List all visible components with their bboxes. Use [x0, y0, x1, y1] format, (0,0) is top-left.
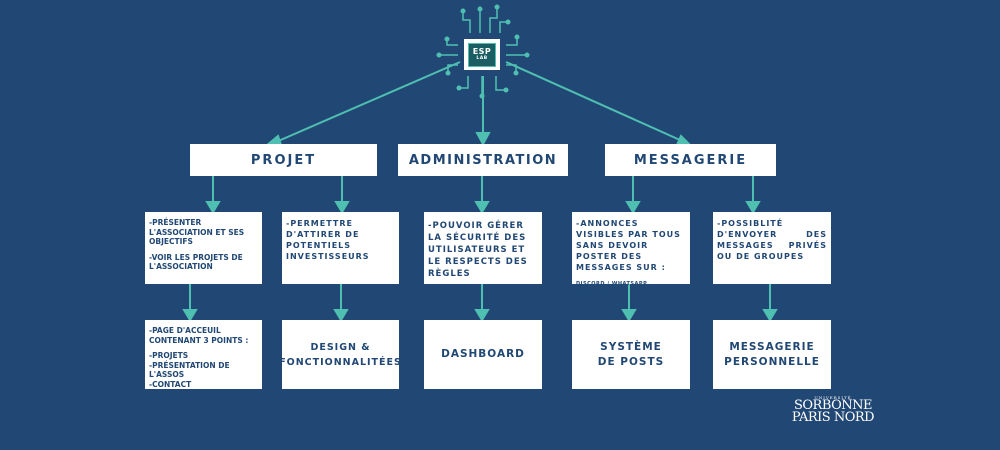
category-projet: PROJET	[190, 144, 377, 176]
category-messagerie: MESSAGERIE	[605, 144, 776, 176]
detail-administration-securite: -Pouvoir gérer la sécurité des utilisate…	[424, 212, 542, 284]
outcome-line: -Projets	[149, 351, 189, 360]
detail-line: -Permettre d'attirer de potentiels inves…	[286, 219, 370, 261]
esp-lab-logo-frame: ESP LAB	[464, 39, 500, 70]
detail-line: -Voir les projets de l'association	[149, 252, 243, 272]
category-projet-label: PROJET	[250, 152, 317, 168]
chip-trace-dots	[436, 4, 530, 99]
detail-projet-presentation: -Présenter l'association et ses objectif…	[145, 212, 262, 284]
outcome-line: de posts	[597, 355, 665, 368]
outcome-line: Système	[600, 340, 662, 353]
logo-sorbonne-text: SORBONNE	[793, 398, 873, 413]
outcome-line: Messagerie	[729, 340, 815, 353]
logo-universite-text: UNIVERSITÉ	[814, 395, 852, 400]
outcome-line: Design &	[310, 341, 371, 353]
detail-projet-investisseurs: -Permettre d'attirer de potentiels inves…	[282, 212, 399, 284]
category-messagerie-label: MESSAGERIE	[633, 152, 748, 168]
outcome-line: Dashboard	[441, 348, 525, 360]
sorbonne-paris-nord-logo: UNIVERSITÉ SORBONNE PARIS NORD	[788, 395, 878, 424]
logo-paris-nord-text: PARIS NORD	[791, 410, 875, 425]
outcome-design: Design & fonctionnalitées	[279, 320, 402, 389]
outcome-line: -Contact	[149, 379, 192, 389]
logo-top-text: ESP	[472, 46, 492, 56]
detail-line: -Présenter l'association et ses objectif…	[149, 218, 245, 246]
outcome-messagerie-personnelle: Messagerie personnelle	[713, 320, 831, 389]
chip-icon: ESP LAB	[468, 42, 496, 67]
outcome-dashboard: Dashboard	[424, 320, 542, 389]
esp-lab-logo: ESP LAB	[458, 33, 506, 76]
detail-line: -Annonces visibles par tous sans devoir …	[576, 219, 681, 272]
detail-messagerie-annonces: -Annonces visibles par tous sans devoir …	[572, 212, 690, 298]
outcome-line: -Page d'acceuil contenant 3 points :	[149, 326, 249, 345]
logo-bottom-text: LAB	[476, 55, 488, 61]
category-administration: ADMINISTRATION	[398, 144, 568, 176]
outcome-line: fonctionnalitées	[279, 356, 402, 368]
outcome-page-accueil: -Page d'acceuil contenant 3 points : -Pr…	[145, 320, 262, 389]
detail-messagerie-prives: -Possiblité d'envoyer des messages privé…	[713, 212, 831, 284]
category-administration-label: ADMINISTRATION	[408, 152, 558, 168]
detail-line: -Possiblité d'envoyer des messages privé…	[717, 219, 827, 261]
detail-platforms-note: Discord / WhatsApp /mail/snap	[576, 281, 648, 298]
outcome-systeme-posts: Système de posts	[572, 320, 690, 389]
outcome-line: -Présentation de l'assos	[149, 360, 230, 380]
outcome-line: personnelle	[724, 355, 820, 368]
detail-line: -Pouvoir gérer la sécurité des utilisate…	[428, 221, 528, 279]
